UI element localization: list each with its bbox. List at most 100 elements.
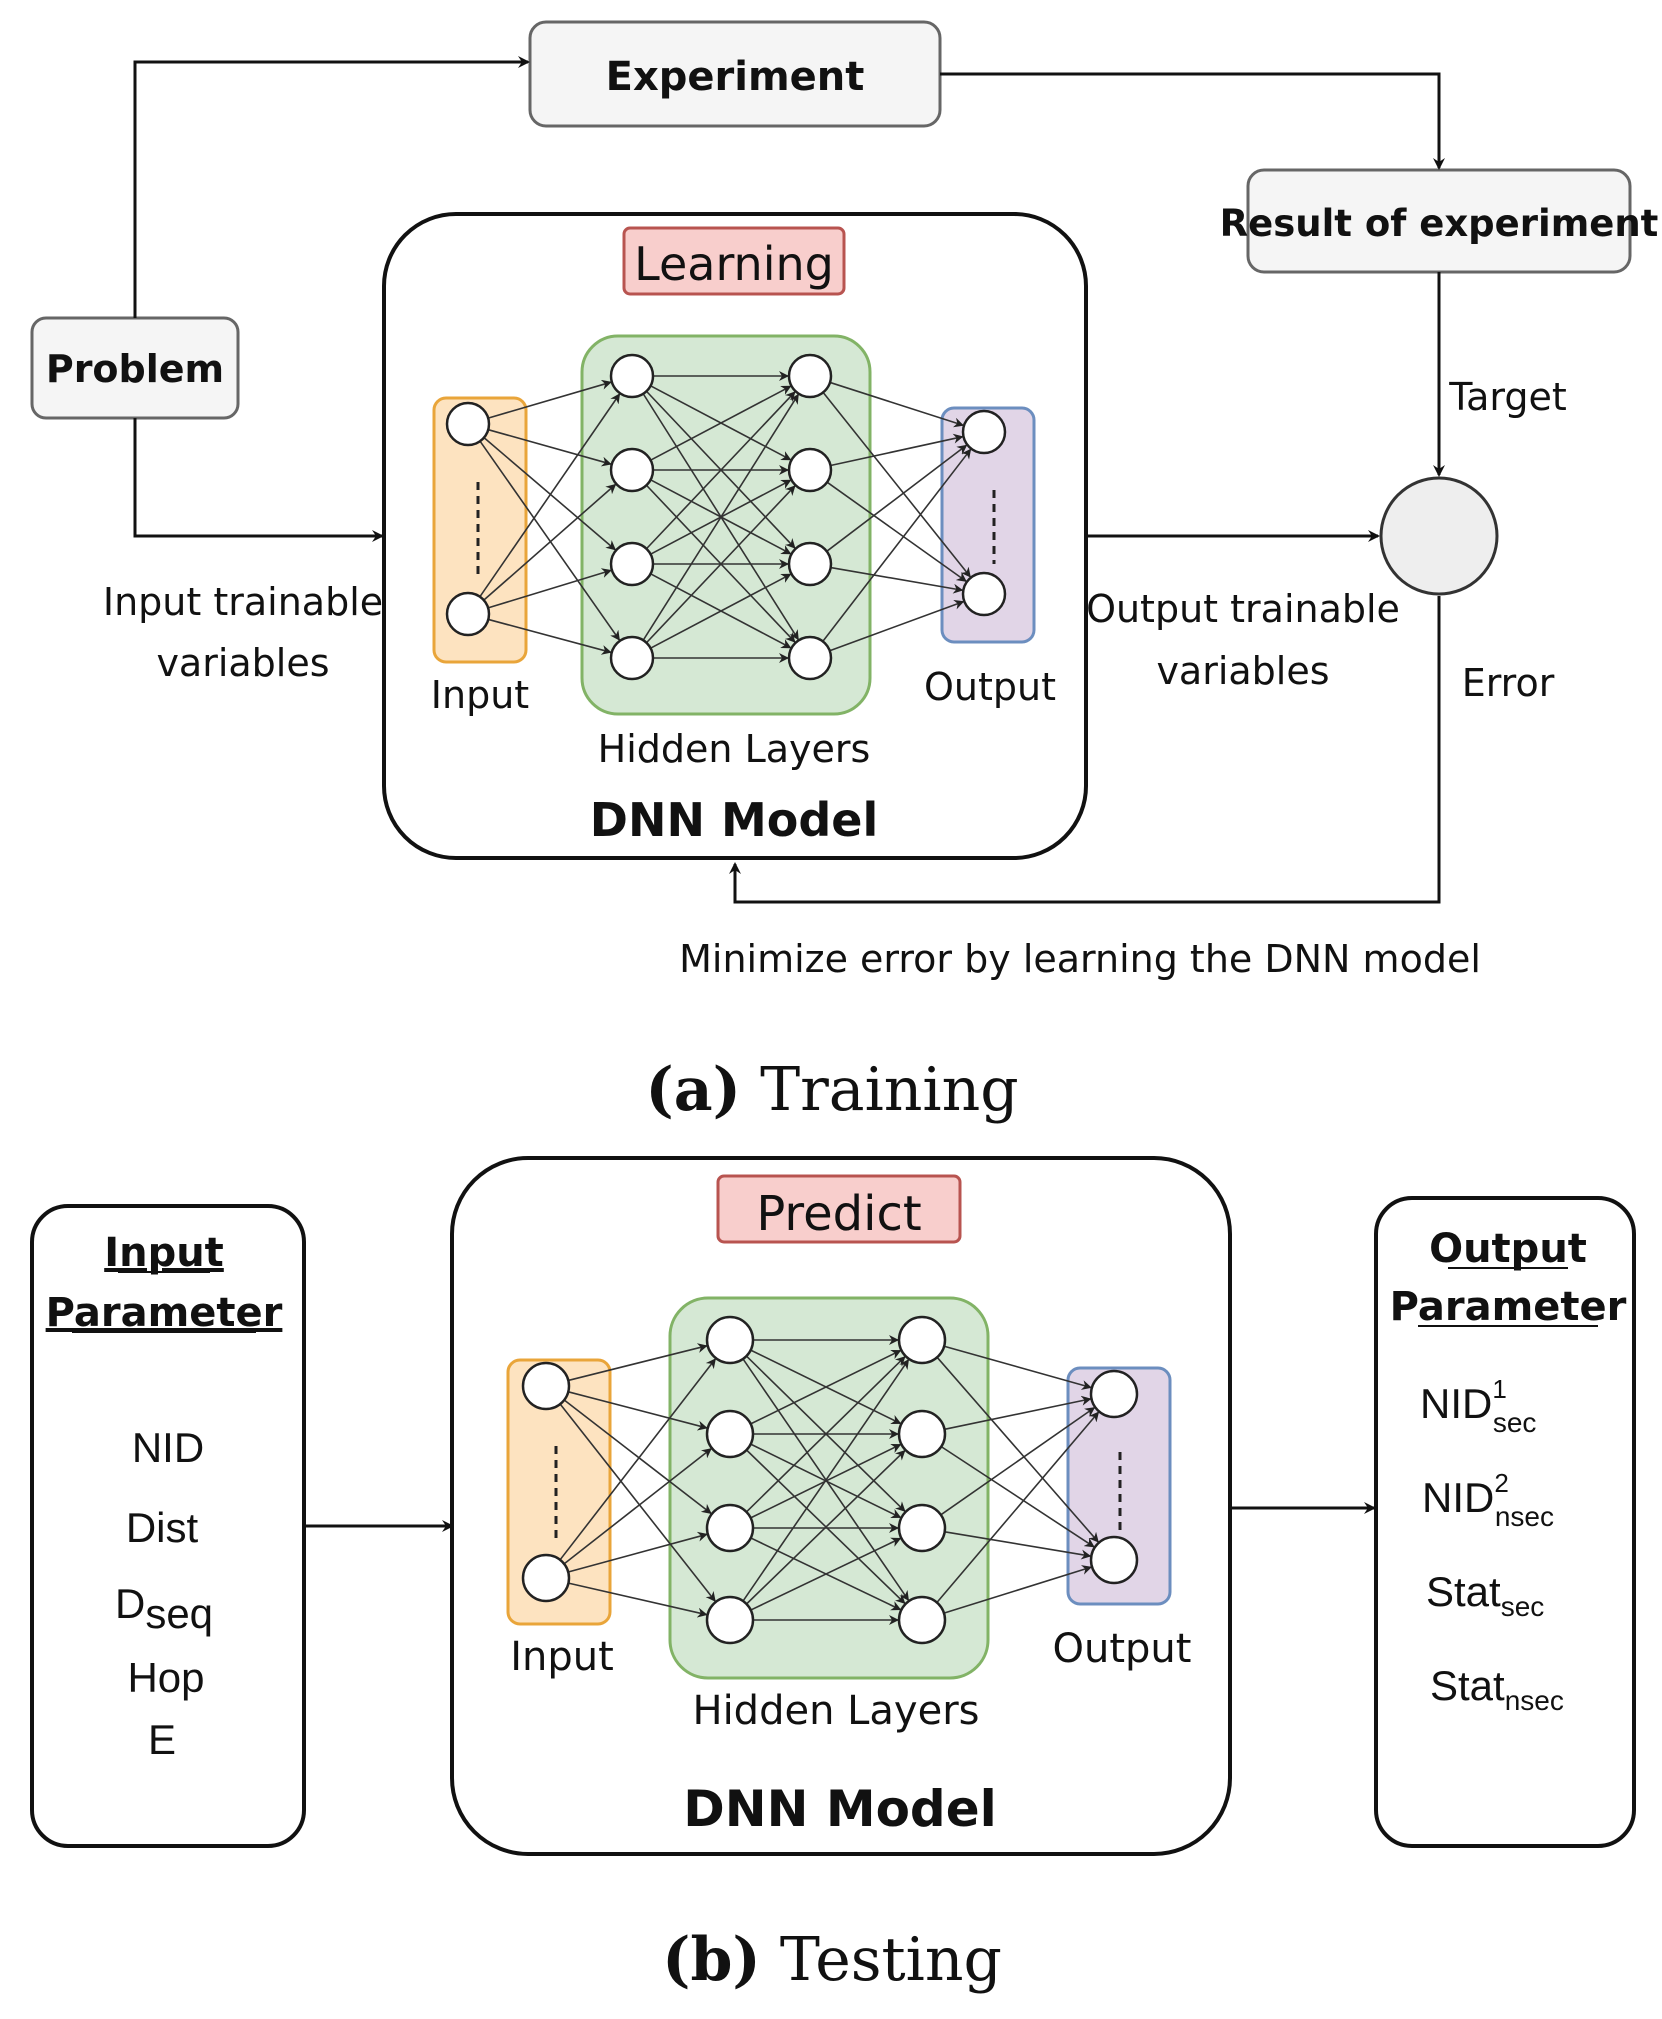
problem-label: Problem — [46, 347, 224, 391]
testing-neuron-layer-1 — [705, 1315, 755, 1365]
testing-caption-letter: (b) — [662, 1925, 761, 1995]
testing-connection — [568, 1391, 708, 1431]
testing-connection — [745, 1450, 906, 1605]
testing-caption-text: Testing — [780, 1925, 1002, 1995]
target-label: Target — [1448, 375, 1567, 419]
training-connection — [642, 393, 799, 641]
testing-neuron-layer-3 — [1089, 1369, 1139, 1419]
testing-neuron-layer-0 — [521, 1553, 571, 1603]
training-neuron-layer-1 — [609, 353, 655, 399]
testing-connection — [750, 1537, 902, 1611]
training-neuron-layer-1 — [609, 447, 655, 493]
testing-connection — [750, 1349, 902, 1425]
training-neuron-layer-2 — [787, 541, 833, 587]
testing-connection — [568, 1582, 708, 1618]
error-feedback-arrow — [729, 596, 1441, 904]
input-parameter-title-2: Parameter — [46, 1290, 283, 1336]
training-neuron-layer-2 — [787, 635, 833, 681]
testing-connection — [742, 1358, 910, 1602]
training-connection — [488, 428, 612, 467]
training-neuron-layer-3 — [961, 571, 1007, 617]
minimize-label: Minimize error by learning the DNN model — [679, 937, 1481, 981]
testing-neuron-layer-2 — [897, 1315, 947, 1365]
input-item-nid: NID — [132, 1424, 204, 1471]
training-connection — [830, 433, 964, 467]
testing-model-label: DNN Model — [683, 1780, 997, 1838]
testing-caption: (b) Testing — [662, 1925, 1002, 1995]
training-connection — [487, 568, 612, 609]
training-connection — [829, 600, 965, 652]
training-connection — [826, 444, 968, 552]
testing-input-label: Input — [510, 1634, 614, 1680]
testing-neuron-layer-1 — [705, 1595, 755, 1645]
testing-neuron-layer-0 — [521, 1361, 571, 1411]
testing-connection — [559, 1358, 716, 1561]
training-connection — [487, 379, 612, 419]
testing-connection — [943, 1345, 1092, 1390]
testing-neuron-layer-1 — [705, 1409, 755, 1459]
testing-connection — [944, 1530, 1092, 1560]
testing-connections — [559, 1335, 1100, 1625]
training-connection — [830, 566, 964, 594]
training-neuron-layer-1 — [609, 541, 655, 587]
training-connection — [822, 391, 971, 578]
testing-connection — [568, 1343, 708, 1382]
training-caption-text: Training — [760, 1055, 1019, 1125]
learning-tag — [622, 226, 846, 296]
input-vars-line1: Input trainable — [103, 580, 383, 624]
training-connection — [479, 440, 621, 641]
testing-connection — [559, 1403, 716, 1602]
problem-to-dnn-arrow — [133, 418, 384, 542]
testing-connection — [943, 1565, 1093, 1614]
learning-tag-label: Learning — [634, 237, 834, 291]
training-connection — [826, 481, 967, 582]
testing-connection — [940, 1407, 1096, 1516]
training-connection — [645, 391, 796, 550]
testing-connection — [563, 1448, 712, 1565]
result-box: Result of experiment — [1220, 168, 1658, 274]
training-neuron-layer-3 — [961, 409, 1007, 455]
experiment-label: Experiment — [606, 54, 865, 100]
testing-dnn-model: Predict Input Hidden Layers Output DNN M… — [450, 1156, 1232, 1856]
training-input-label: Input — [431, 673, 529, 717]
training-neuron-layer-2 — [787, 353, 833, 399]
testing-connection — [563, 1399, 712, 1514]
experiment-box: Experiment — [528, 20, 942, 128]
training-network — [445, 353, 1007, 681]
testing-connection — [940, 1445, 1095, 1548]
input-item-dist: Dist — [126, 1504, 199, 1551]
training-model-label: DNN Model — [590, 793, 878, 847]
experiment-to-result-arrow — [940, 72, 1445, 170]
training-connection — [483, 437, 617, 551]
training-caption: (a) Training — [645, 1055, 1018, 1125]
training-panel: Experiment Result of experiment Problem … — [30, 20, 1658, 1125]
testing-connection — [567, 1531, 708, 1573]
output-vars-line2: variables — [1156, 649, 1329, 693]
training-connection — [488, 618, 612, 655]
input-vars-line2: variables — [156, 641, 329, 685]
training-connection — [650, 385, 792, 461]
testing-neuron-layer-2 — [897, 1503, 947, 1553]
testing-connection — [944, 1395, 1092, 1431]
testing-neuron-layer-3 — [1089, 1535, 1139, 1585]
training-neuron-layer-0 — [445, 401, 491, 447]
output-parameter-title-1: Output — [1429, 1226, 1587, 1272]
training-hidden-label: Hidden Layers — [598, 727, 871, 771]
training-dnn-model: Learning Input Hidden Layers Output DNN … — [382, 212, 1088, 860]
input-item-e: E — [148, 1716, 176, 1763]
output-item: Statnsec — [1430, 1662, 1564, 1716]
training-connections — [479, 371, 972, 663]
training-output-label: Output — [924, 665, 1056, 709]
input-parameter-title-1: Input — [104, 1230, 224, 1276]
input-item-dseq: Dseq — [115, 1580, 213, 1637]
training-connection — [479, 393, 621, 598]
training-connection — [822, 448, 972, 642]
predict-tag-label: Predict — [756, 1186, 921, 1242]
testing-neuron-layer-2 — [897, 1409, 947, 1459]
testing-panel: Input Parameter NID Dist Dseq Hop E Outp… — [30, 1156, 1636, 1995]
output-vars-line1: Output trainable — [1086, 587, 1400, 631]
